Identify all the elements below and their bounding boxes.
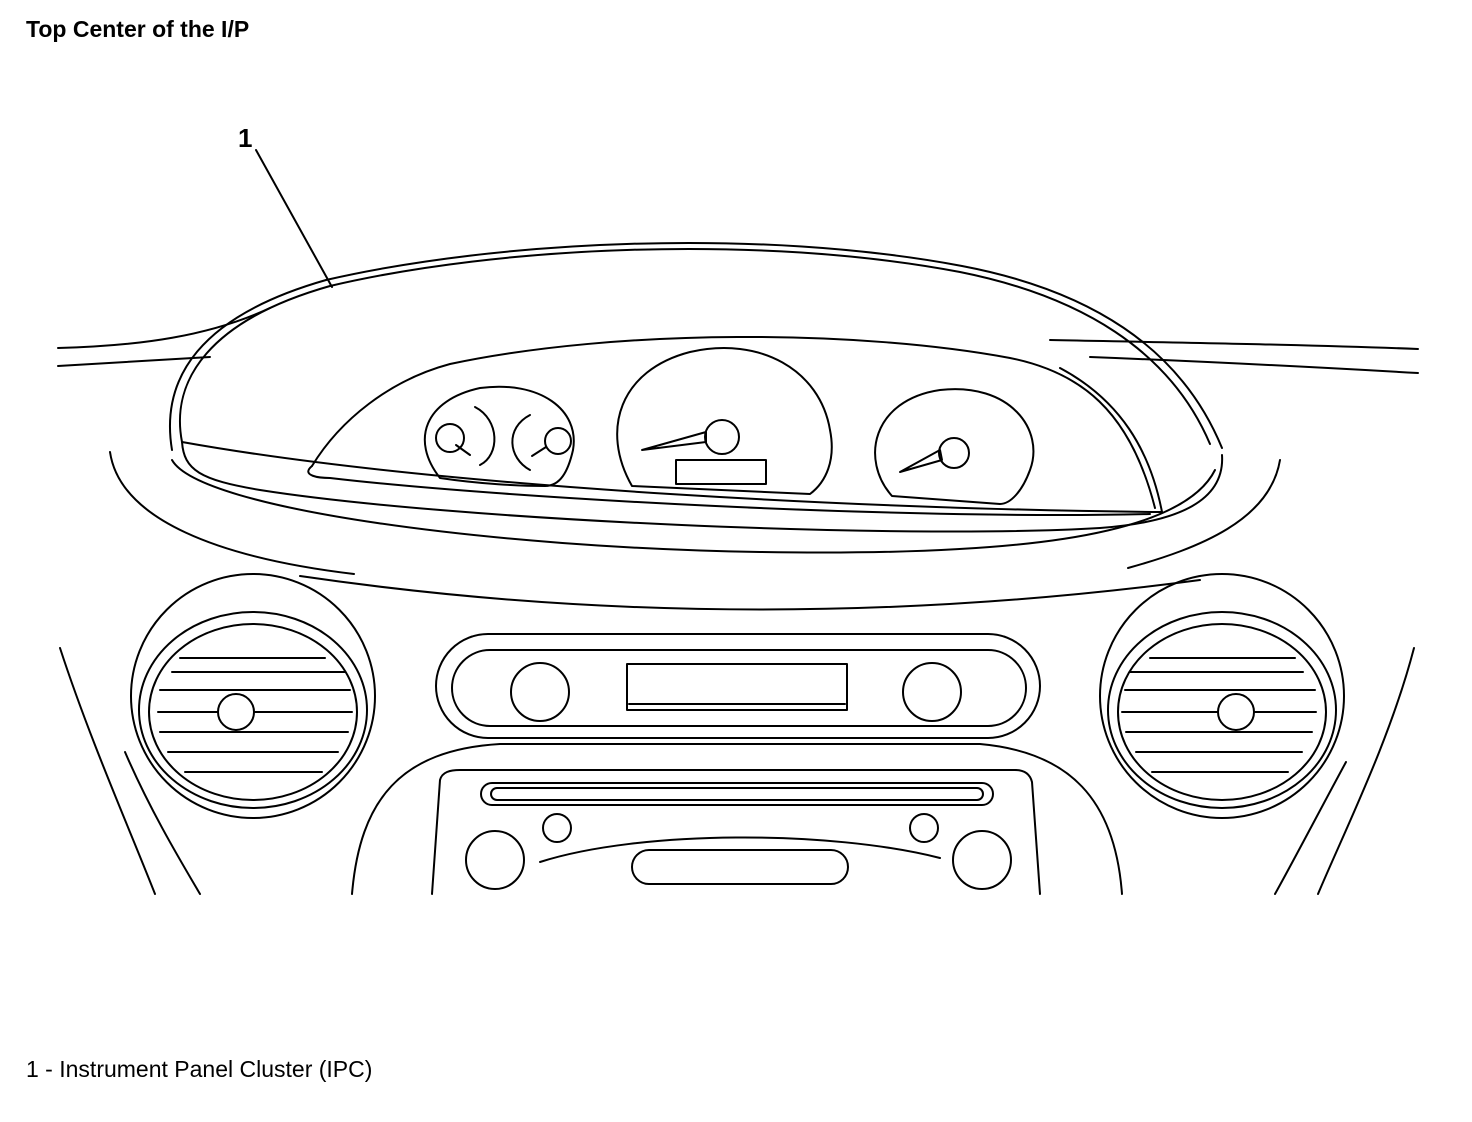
instrument-cluster-hood	[168, 241, 1224, 554]
callout-leader-line	[255, 149, 333, 288]
dashboard-top-edge	[57, 307, 1419, 374]
left-air-vent	[130, 573, 376, 819]
legend-separator: -	[38, 1056, 60, 1082]
dash-side-lines	[59, 647, 1415, 895]
dash-lower-contour	[109, 451, 1281, 611]
dual-gauge	[423, 385, 575, 487]
center-control-panel	[435, 633, 1041, 739]
radio-panel	[351, 743, 1123, 895]
gauge-face-panel	[307, 336, 1156, 516]
legend-number: 1	[26, 1056, 39, 1082]
speedometer-gauge	[616, 347, 833, 495]
legend-description: Instrument Panel Cluster (IPC)	[59, 1056, 373, 1082]
diagram-title: Top Center of the I/P	[26, 16, 250, 42]
callout-number-1: 1	[238, 123, 252, 153]
callout-legend: 1 - Instrument Panel Cluster (IPC)	[26, 1056, 372, 1083]
tachometer-gauge	[874, 388, 1035, 505]
right-air-vent	[1099, 573, 1345, 819]
